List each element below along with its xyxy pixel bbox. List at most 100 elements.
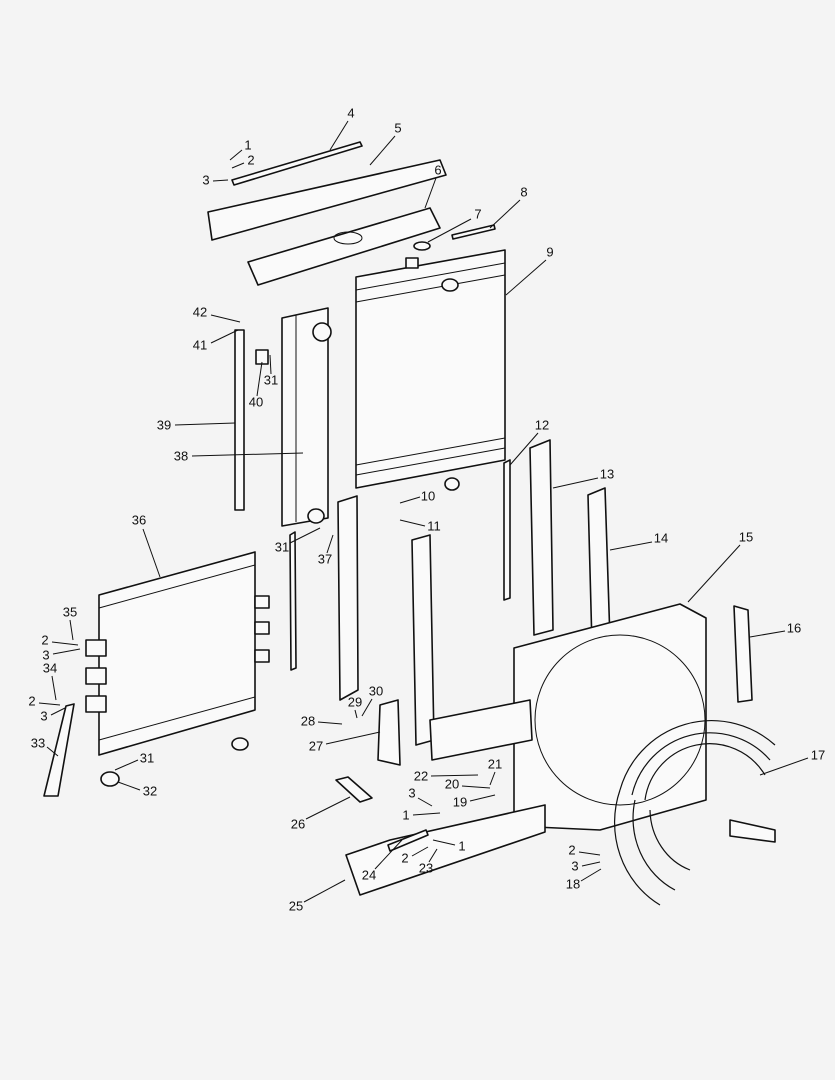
svg-text:15: 15	[739, 529, 753, 544]
svg-text:8: 8	[520, 184, 527, 199]
svg-text:31: 31	[264, 372, 278, 387]
callout: 2	[41, 632, 79, 647]
callout: 18	[566, 868, 602, 891]
svg-text:36: 36	[132, 512, 146, 527]
svg-text:3: 3	[202, 172, 209, 187]
svg-text:39: 39	[157, 417, 171, 432]
svg-text:42: 42	[193, 304, 207, 319]
callout: 3	[40, 707, 66, 723]
part-6-top-plate	[247, 207, 441, 286]
callout: 17	[759, 747, 825, 776]
callout: 19	[453, 794, 496, 809]
svg-text:3: 3	[571, 858, 578, 873]
svg-text:30: 30	[369, 683, 383, 698]
callout: 32	[117, 781, 157, 798]
callout: 22	[414, 768, 479, 783]
svg-text:10: 10	[421, 488, 435, 503]
svg-text:41: 41	[193, 337, 207, 352]
callout: 5	[369, 120, 402, 166]
part-5-cover	[207, 159, 447, 241]
callout: 31	[114, 750, 154, 771]
callout: 11	[399, 518, 441, 533]
callout: 4	[329, 105, 355, 151]
svg-text:31: 31	[275, 539, 289, 554]
part-16-bracket	[733, 605, 753, 703]
callout: 21	[488, 756, 502, 786]
callout: 30	[361, 683, 383, 717]
svg-text:9: 9	[546, 244, 553, 259]
svg-text:11: 11	[427, 518, 441, 533]
svg-text:34: 34	[43, 660, 57, 675]
callout: 6	[424, 162, 442, 209]
callout: 28	[301, 713, 343, 728]
svg-text:19: 19	[453, 794, 467, 809]
part-27-bracket	[377, 699, 401, 766]
callout: 1	[402, 807, 441, 822]
svg-text:24: 24	[362, 867, 376, 882]
part-38-tank	[281, 307, 332, 527]
svg-text:4: 4	[347, 105, 354, 120]
svg-text:38: 38	[174, 448, 188, 463]
part-33-support-bar	[43, 703, 75, 797]
svg-text:3: 3	[42, 647, 49, 662]
callout: 42	[193, 304, 241, 323]
part-15-shroud	[513, 603, 707, 831]
part-7-cap	[413, 241, 431, 251]
callout: 15	[687, 529, 753, 603]
part-frame-post	[411, 534, 435, 746]
svg-text:2: 2	[41, 632, 48, 647]
svg-text:37: 37	[318, 551, 332, 566]
svg-text:21: 21	[488, 756, 502, 771]
svg-text:18: 18	[566, 876, 580, 891]
svg-text:35: 35	[63, 604, 77, 619]
callout: 10	[399, 488, 435, 504]
callout: 2	[28, 693, 61, 708]
callout: 24	[362, 839, 403, 882]
part-frame-base	[429, 699, 533, 761]
callouts: 1 2 3 4 5 6 7 8 9 10 11 12 13 14 15 16 1…	[28, 105, 825, 913]
callout: 13	[552, 466, 614, 489]
svg-text:2: 2	[401, 850, 408, 865]
svg-text:2: 2	[568, 842, 575, 857]
svg-text:40: 40	[249, 394, 263, 409]
svg-text:2: 2	[247, 152, 254, 167]
callout: 1	[229, 137, 252, 161]
callout: 41	[193, 329, 239, 352]
callout: 3	[571, 858, 601, 873]
svg-text:22: 22	[414, 768, 428, 783]
callout: 20	[445, 776, 491, 791]
svg-text:6: 6	[434, 162, 441, 177]
callout: 3	[42, 647, 81, 662]
callout: 27	[309, 731, 381, 753]
callout: 23	[419, 848, 438, 875]
callout: 35	[63, 604, 77, 641]
callout: 26	[291, 796, 351, 831]
callout: 37	[318, 534, 334, 566]
svg-text:29: 29	[348, 694, 362, 709]
callout: 2	[568, 842, 601, 857]
svg-text:27: 27	[309, 738, 323, 753]
svg-text:23: 23	[419, 860, 433, 875]
svg-text:33: 33	[31, 735, 45, 750]
callout: 31	[275, 527, 321, 554]
svg-text:32: 32	[143, 783, 157, 798]
part-25-panel	[345, 804, 546, 896]
part-24-rod	[387, 829, 429, 852]
svg-text:1: 1	[402, 807, 409, 822]
svg-text:25: 25	[289, 898, 303, 913]
part-17-fan-guard	[613, 720, 776, 906]
svg-text:28: 28	[301, 713, 315, 728]
callout: 9	[505, 244, 554, 296]
part-8-rod	[451, 224, 496, 240]
svg-text:26: 26	[291, 816, 305, 831]
svg-text:14: 14	[654, 530, 668, 545]
part-39-hose	[234, 329, 245, 511]
part-26-plate	[335, 776, 373, 803]
svg-text:1: 1	[244, 137, 251, 152]
callout: 2	[401, 846, 429, 865]
svg-text:12: 12	[535, 417, 549, 432]
part-4-strip	[231, 141, 363, 186]
callout: 33	[31, 735, 59, 757]
callout: 16	[749, 620, 801, 638]
